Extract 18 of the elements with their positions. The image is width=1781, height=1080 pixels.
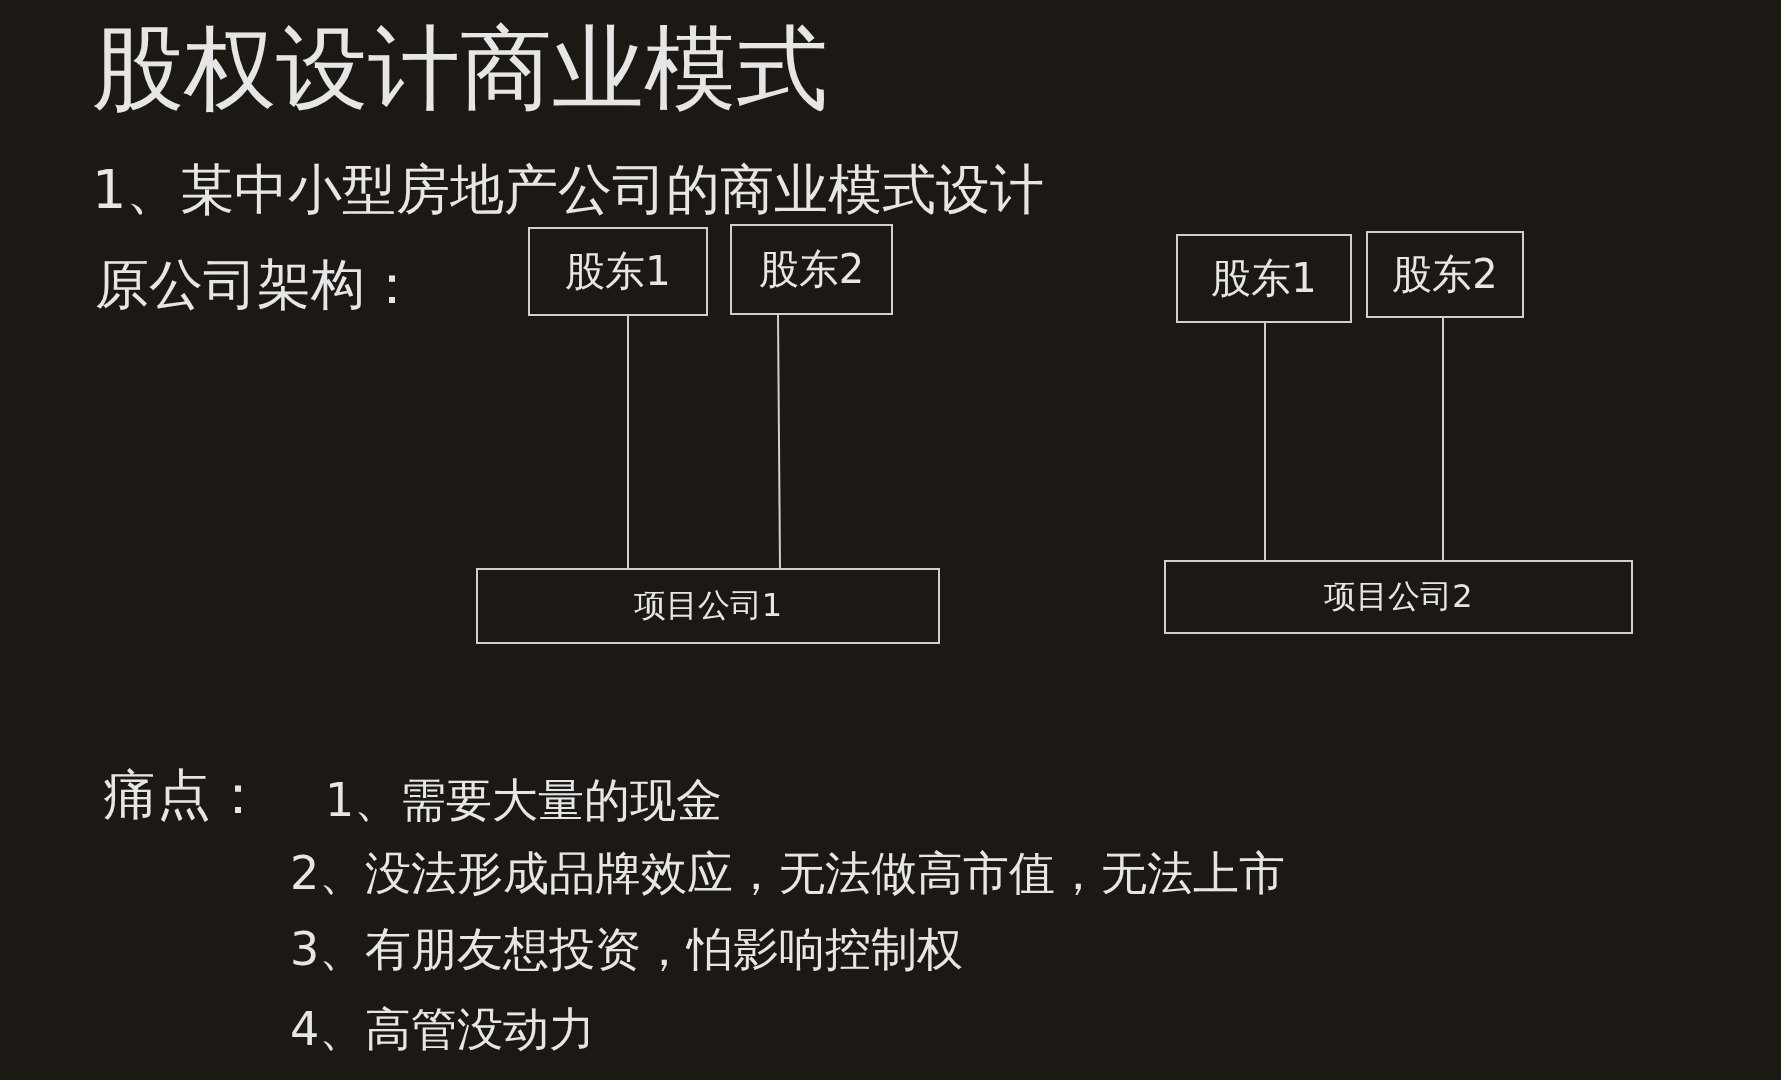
entity-box: 股东1 bbox=[528, 227, 708, 316]
connector-line bbox=[777, 314, 781, 569]
list-item: 1、需要大量的现金 bbox=[325, 775, 723, 826]
connector-line bbox=[627, 315, 629, 569]
connector-line bbox=[1264, 322, 1266, 561]
list-item: 2、没法形成品牌效应，无法做高市值，无法上市 bbox=[290, 848, 1286, 899]
entity-box: 股东2 bbox=[1366, 231, 1524, 318]
section-label: 痛点： bbox=[103, 765, 265, 825]
connector-line bbox=[1442, 317, 1444, 561]
slide-title: 股权设计商业模式 bbox=[92, 18, 828, 120]
list-item: 4、高管没动力 bbox=[290, 1004, 596, 1055]
list-item: 3、有朋友想投资，怕影响控制权 bbox=[290, 924, 964, 975]
section-label: 原公司架构： bbox=[95, 255, 419, 315]
entity-box: 股东1 bbox=[1176, 234, 1352, 323]
subtitle: 1、某中小型房地产公司的商业模式设计 bbox=[92, 160, 1045, 220]
entity-box: 股东2 bbox=[730, 224, 893, 315]
entity-box: 项目公司1 bbox=[476, 568, 940, 644]
entity-box: 项目公司2 bbox=[1164, 560, 1633, 634]
